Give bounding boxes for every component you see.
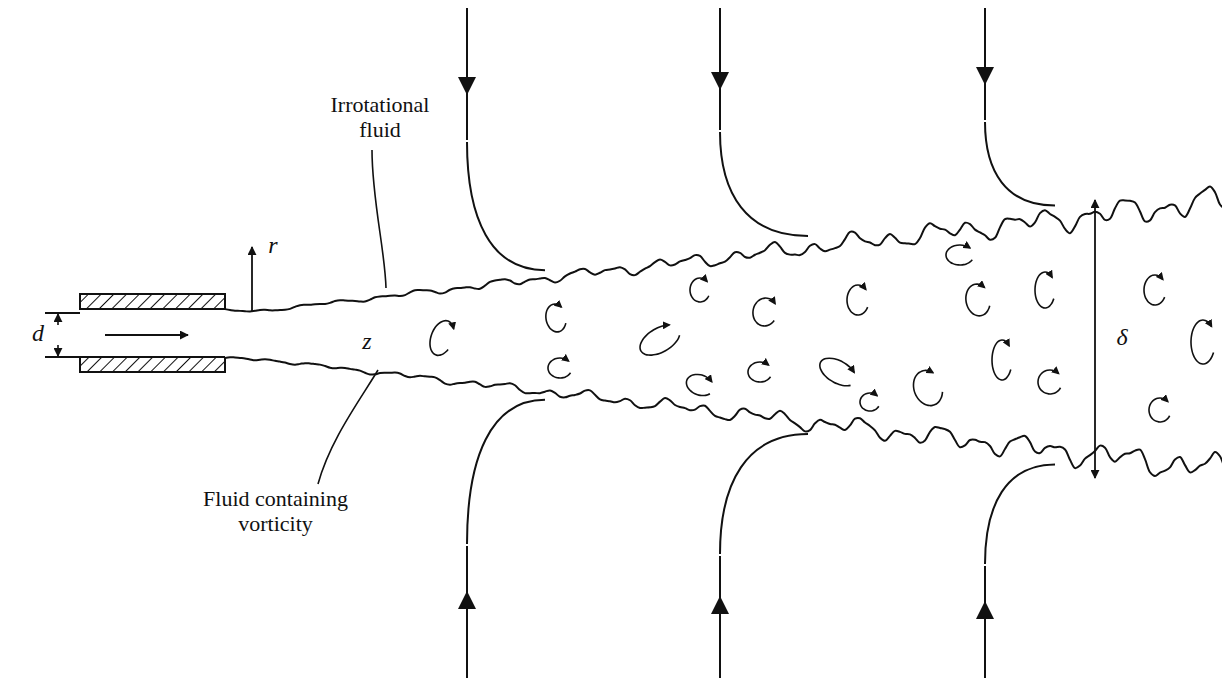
- eddy: [1144, 275, 1165, 305]
- width-arrow: [1094, 200, 1096, 300]
- jet-boundary: [225, 186, 1222, 476]
- leader-line: [318, 370, 378, 484]
- streamline-arrow: [466, 600, 468, 678]
- streamline: [467, 400, 545, 544]
- streamline: [984, 8, 986, 120]
- eddy: [544, 303, 567, 334]
- eddy: [1149, 398, 1170, 422]
- leader-line: [372, 150, 386, 288]
- streamline-arrow: [719, 8, 721, 81]
- flow-arrow: [105, 334, 188, 336]
- streamline-arrow: [984, 610, 986, 678]
- eddy: [909, 367, 946, 410]
- streamline-arrow: [719, 605, 721, 678]
- streamline: [985, 122, 1055, 206]
- dimension-arrow: [57, 345, 59, 356]
- entrainment-flow: [467, 8, 1055, 678]
- dimension-arrow: [57, 314, 59, 325]
- eddy: [548, 358, 571, 378]
- dimension-extension: [45, 356, 80, 358]
- width-arrow: [1094, 380, 1096, 478]
- streamline: [719, 8, 721, 130]
- axis-label: r: [263, 232, 283, 260]
- streamline: [467, 142, 545, 270]
- nozzle: [45, 294, 225, 372]
- dimension-label: d: [28, 320, 48, 348]
- eddy: [1035, 272, 1054, 308]
- eddy: [815, 352, 859, 390]
- eddy: [683, 371, 715, 399]
- eddy: [635, 320, 683, 361]
- eddy: [748, 362, 771, 382]
- eddy: [426, 317, 458, 358]
- eddy: [860, 393, 879, 411]
- streamline-arrow: [466, 8, 468, 86]
- streamline: [466, 8, 468, 140]
- dimension-extension: [45, 312, 80, 314]
- eddy: [690, 278, 709, 302]
- jet-edge: [225, 186, 1222, 311]
- eddy: [992, 340, 1011, 380]
- eddy: [1038, 370, 1061, 394]
- streamline: [466, 546, 468, 678]
- dimension-label: δ: [1110, 324, 1134, 352]
- axis-label: z: [358, 328, 376, 356]
- region-label: Irrotational fluid: [315, 92, 445, 143]
- streamline-arrow: [984, 8, 986, 76]
- eddy: [946, 245, 972, 265]
- eddy: [847, 285, 868, 315]
- streamline: [720, 434, 808, 554]
- nozzle-wall: [80, 294, 225, 309]
- streamline: [984, 566, 986, 678]
- streamline: [985, 464, 1055, 564]
- jet-region: [225, 186, 1222, 476]
- width-arrow: [1094, 300, 1096, 380]
- eddy: [751, 296, 778, 327]
- streamline: [719, 556, 721, 678]
- nozzle-wall: [80, 357, 225, 372]
- region-label: Fluid containing vorticity: [188, 486, 363, 537]
- eddy: [1191, 320, 1214, 364]
- eddy: [963, 282, 991, 317]
- streamline: [720, 132, 808, 236]
